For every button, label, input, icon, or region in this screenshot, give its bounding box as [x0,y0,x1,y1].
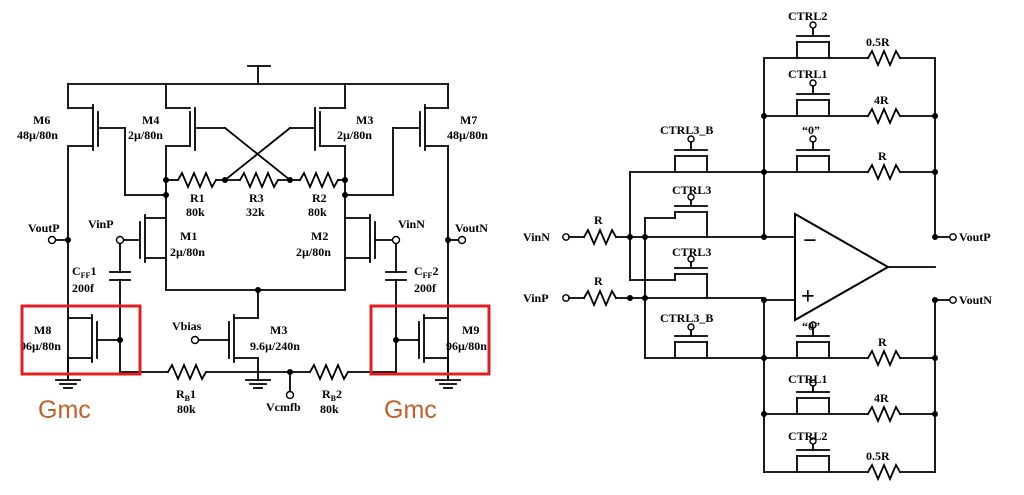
ctrl3-upper-label: CTRL3 [672,183,711,197]
rb1-label: RB1 [176,387,196,403]
m6-label: M6 [33,113,50,127]
r1-value: 80k [186,205,205,219]
voutn-right-label: VoutN [959,293,992,307]
m7-label: M7 [460,113,477,127]
opamp-plus: + [801,284,815,310]
transistor-m3-tail: Vbias M3 9.6µ/240n [172,314,300,363]
m2-size: 2µ/80n [296,245,331,259]
transistor-m3-top: M3 2µ/80n [289,83,373,151]
r-top-label: R [878,149,887,163]
m3-tail-label: M3 [270,323,287,337]
r-bot-label: R [878,335,887,349]
gmc-label-right: Gmc [384,396,437,424]
rin-p-label: R [594,274,603,288]
r3-value: 32k [246,205,265,219]
opamp-triangle [794,212,891,322]
rb2-label: RB2 [322,387,342,403]
m9-label: M9 [462,323,479,337]
r4-bot-label: 4R [874,391,889,405]
transistor-m1: M1 2µ/80n [115,214,205,263]
cff1-label: CFF1 [72,264,96,280]
r3-label: R3 [249,191,264,205]
vinp-right-label: VinP [523,291,549,305]
cff2-label: CFF2 [414,264,438,280]
ctrl3-lower-label: CTRL3 [672,245,711,259]
r05-bot-label: 0.5R [866,449,890,463]
zero-bot-label: “0” [802,319,820,333]
voutp-label: VoutP [28,221,60,235]
ctrl1-bot-label: CTRL1 [788,372,827,386]
right-circuit: CTRL2 0.5R CTRL1 4R “0” R [523,9,992,482]
rb2-value: 80k [320,402,339,416]
m1-label: M1 [180,229,197,243]
m3-top-size: 2µ/80n [337,128,372,142]
vinn-label: VinN [398,217,425,231]
cff2-value: 200f [414,281,437,295]
transistor-m4: M4 2µ/80n [128,83,226,151]
ctrl2-top-label: CTRL2 [788,9,827,23]
capacitor-cff1: CFF1 200f [72,243,131,341]
m8-size: 96µ/80n [20,339,61,353]
left-circuit: M6 48µ/80n M4 2µ/80n M3 2µ/80n [17,65,491,424]
r2-label: R2 [312,191,327,205]
gmc-highlight-right [369,304,491,376]
m8-label: M8 [34,323,51,337]
m7-size: 48µ/80n [447,128,488,142]
transistor-m9: M9 96µ/80n [393,314,487,373]
m9-size: 96µ/80n [446,339,487,353]
ctrl1-top-label: CTRL1 [788,67,827,81]
vinn-right-label: VinN [523,230,550,244]
cff1-value: 200f [72,281,95,295]
transistor-m2: M2 2µ/80n [296,214,401,263]
zero-top-label: “0” [802,123,820,137]
gmc-label-left: Gmc [38,396,91,424]
m3-tail-size: 9.6µ/240n [250,339,300,353]
rb1-value: 80k [177,402,196,416]
ctrl3b-bot-label: CTRL3_B [660,311,713,325]
transistor-m7: M7 48µ/80n [392,83,488,151]
r2-value: 80k [308,205,327,219]
voutn-label: VoutN [455,221,488,235]
m2-label: M2 [311,229,328,243]
ctrl2-bot-label: CTRL2 [788,429,827,443]
m1-size: 2µ/80n [170,245,205,259]
gmc-highlight-left [20,304,142,376]
r1-label: R1 [190,191,205,205]
transistor-m6: M6 48µ/80n [17,83,126,151]
capacitor-cff2: CFF2 200f [385,243,438,341]
m3-top-label: M3 [356,113,373,127]
opamp-minus: − [803,228,817,254]
m4-size: 2µ/80n [128,128,163,142]
m6-size: 48µ/80n [17,128,58,142]
vcmfb-label: Vcmfb [266,400,301,414]
transistor-m8: M8 96µ/80n [20,314,123,373]
vbias-label: Vbias [172,319,202,333]
vinp-label: VinP [88,217,114,231]
rin-n-label: R [594,213,603,227]
r05-top-label: 0.5R [866,35,890,49]
ctrl3b-top-label: CTRL3_B [660,123,713,137]
m4-label: M4 [142,113,159,127]
r4-top-label: 4R [874,93,889,107]
voutp-right-label: VoutP [959,230,991,244]
